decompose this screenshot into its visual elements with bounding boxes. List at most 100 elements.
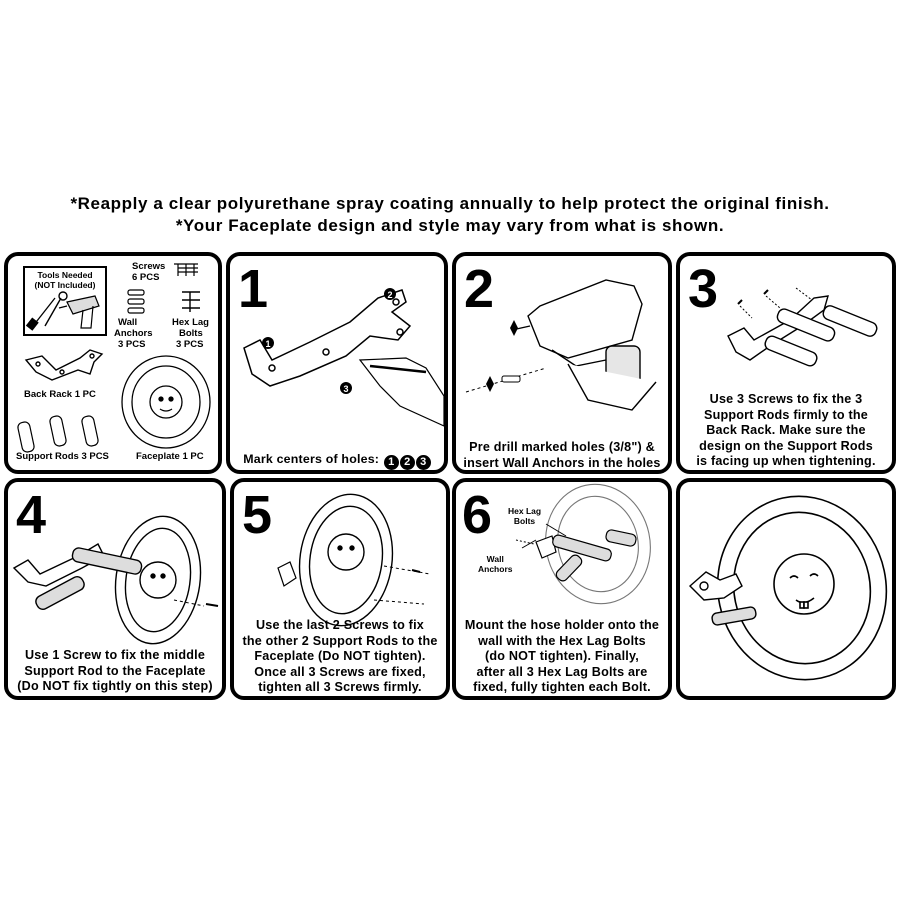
step-2-panel: 2 Pre drill marked holes (3/8") & insert… bbox=[452, 252, 672, 474]
hole-3-badge: 3 bbox=[415, 455, 431, 470]
step-6-number: 6 bbox=[462, 485, 493, 545]
step-3-caption: Use 3 Screws to fix the 3 Support Rods f… bbox=[682, 392, 890, 470]
hex-lag-qty: 3 PCS bbox=[176, 339, 204, 350]
screws-label: Screws bbox=[132, 261, 166, 272]
back-rack-drawing-5 bbox=[277, 561, 297, 587]
step-5-caption-line-5: tighten all 3 Screws firmly. bbox=[258, 680, 422, 694]
mounting-assembly-drawing bbox=[535, 529, 637, 582]
drill-icon bbox=[58, 295, 100, 329]
wrench-icon bbox=[44, 291, 68, 327]
support-rods-label: Support Rods 3 PCS bbox=[16, 451, 109, 462]
step-5-number: 5 bbox=[242, 485, 273, 545]
hole-2-badge: 2 bbox=[399, 455, 415, 470]
step-6-caption-line-4: after all 3 Hex Lag Bolts are bbox=[476, 664, 648, 679]
step-6-caption-line-2: wall with the Hex Lag Bolts bbox=[478, 633, 646, 648]
back-rack-label: Back Rack 1 PC bbox=[24, 389, 96, 400]
mark-1-badge bbox=[262, 337, 274, 349]
faceplate-drawing bbox=[114, 515, 202, 645]
step-5-illustration bbox=[277, 493, 431, 627]
hex-lag-bolts-icon bbox=[182, 291, 200, 312]
finished-faceplate-drawing bbox=[716, 495, 888, 681]
hand-with-pencil-drawing bbox=[358, 357, 444, 427]
hex-lag-label-2: Bolts bbox=[179, 328, 203, 339]
screws-qty: 6 PCS bbox=[132, 272, 160, 283]
wall-anchors-callout-line-1: Wall bbox=[486, 554, 504, 564]
step-4-illustration bbox=[12, 515, 219, 645]
wall-anchors-label-2: Anchors bbox=[114, 328, 153, 339]
step-2-caption-line-1: Pre drill marked holes (3/8") & bbox=[469, 440, 655, 454]
screwdriver-icon bbox=[25, 297, 56, 331]
parts-panel: Tools Needed (NOT Included) Screws 6 PCS… bbox=[4, 252, 222, 474]
mark-3-badge bbox=[340, 382, 352, 394]
step-6-illustration bbox=[515, 483, 651, 605]
finished-rack-drawing bbox=[688, 571, 757, 626]
faceplate-sun-icon bbox=[121, 355, 211, 449]
finish-note: *Reapply a clear polyurethane spray coat… bbox=[70, 194, 830, 213]
step-4-number: 4 bbox=[16, 485, 47, 545]
hex-lag-label: Hex Lag bbox=[172, 317, 209, 328]
hex-lag-callout-line-1: Hex Lag bbox=[508, 506, 542, 516]
step-3-caption-line-3: Back Rack. Make sure the bbox=[706, 423, 866, 437]
step-3-panel: 3 Use 3 Screws to fix the 3 Support Rods… bbox=[676, 252, 896, 474]
back-rack-with-rods-drawing bbox=[727, 295, 878, 367]
screws-icon bbox=[174, 263, 198, 276]
step-6-caption-line-3: (do NOT tighten). Finally, bbox=[485, 649, 639, 663]
faceplate-label: Faceplate 1 PC bbox=[136, 451, 204, 462]
step-3-caption-line-4: design on the Support Rods bbox=[699, 438, 873, 453]
screws-drawing bbox=[737, 287, 813, 319]
step-2-caption: Pre drill marked holes (3/8") & insert W… bbox=[458, 440, 666, 470]
step-4-caption-line-2: Support Rod to the Faceplate bbox=[24, 663, 206, 678]
screws-drawing-5 bbox=[373, 565, 431, 605]
wall-anchors-qty: 3 PCS bbox=[118, 339, 146, 350]
step-6-panel: 6 Hex Lag Bolts Wall Anchors Mount the h… bbox=[452, 478, 672, 700]
drill-path bbox=[465, 367, 547, 393]
back-rack-icon bbox=[24, 349, 104, 381]
wall-anchors-callout: Wall Anchors bbox=[478, 554, 512, 574]
wall-anchors-icon bbox=[127, 289, 145, 314]
step-6-caption-line-1: Mount the hose holder onto the bbox=[464, 618, 660, 632]
tools-needed-label: Tools Needed bbox=[37, 270, 93, 280]
not-included-label: (NOT Included) bbox=[34, 280, 96, 290]
step-3-caption-line-5: is facing up when tightening. bbox=[696, 454, 876, 468]
step-6-caption: Mount the hose holder onto the wall with… bbox=[458, 618, 666, 696]
power-drill-drawing bbox=[511, 279, 657, 411]
step-4-panel: 4 Use 1 Screw to fix the middle Support … bbox=[4, 478, 226, 700]
step-5-panel: 5 Use the last 2 Screws to fix the other… bbox=[230, 478, 450, 700]
step-5-caption: Use the last 2 Screws to fix the other 2… bbox=[236, 618, 444, 696]
step-5-caption-line-3: Faceplate (Do NOT tighten). bbox=[254, 649, 426, 663]
back-rack-drawing-4 bbox=[12, 543, 143, 610]
wall-anchors-label: Wall bbox=[118, 317, 138, 328]
step-1-illustration: 1 2 3 bbox=[243, 288, 444, 427]
hex-lag-callout-line-2: Bolts bbox=[513, 516, 536, 526]
mark-2-badge bbox=[384, 288, 396, 300]
step-4-caption-line-3: (Do NOT fix tightly on this step) bbox=[17, 679, 213, 693]
back-rack-drawing bbox=[243, 289, 412, 387]
parts-illustration bbox=[17, 263, 211, 453]
mark-2-label: 2 bbox=[387, 290, 392, 300]
step-2-illustration bbox=[465, 279, 657, 411]
faceplate-note: *Your Faceplate design and style may var… bbox=[175, 216, 725, 235]
mark-3-label: 3 bbox=[343, 384, 348, 394]
hole-mark-drawing bbox=[510, 320, 518, 336]
support-rods-icon bbox=[17, 415, 99, 453]
step-3-caption-line-1: Use 3 Screws to fix the 3 bbox=[709, 392, 863, 406]
wall-anchor-drawing bbox=[486, 375, 521, 392]
step-4-caption: Use 1 Screw to fix the middle Support Ro… bbox=[10, 648, 220, 695]
tools-needed-box: Tools Needed (NOT Included) bbox=[23, 266, 107, 336]
finished-product-panel bbox=[676, 478, 896, 700]
step-3-number: 3 bbox=[688, 259, 719, 319]
step-2-caption-line-2: insert Wall Anchors in the holes bbox=[463, 455, 661, 470]
faceplate-drawing-5 bbox=[298, 493, 394, 627]
tools-illustration bbox=[25, 291, 100, 331]
step-1-number: 1 bbox=[238, 259, 269, 319]
mark-1-label: 1 bbox=[265, 339, 270, 349]
step-6-caption-line-5: fixed, fully tighten each Bolt. bbox=[473, 680, 651, 694]
step-1-caption-text: Mark centers of holes: bbox=[243, 452, 380, 466]
step-4-caption-line-1: Use 1 Screw to fix the middle bbox=[24, 648, 206, 662]
wall-anchors-callout-line-2: Anchors bbox=[478, 564, 513, 574]
step-3-illustration bbox=[727, 287, 878, 367]
step-5-caption-line-1: Use the last 2 Screws to fix bbox=[256, 618, 424, 632]
step-3-caption-line-2: Support Rods firmly to the bbox=[703, 407, 869, 422]
